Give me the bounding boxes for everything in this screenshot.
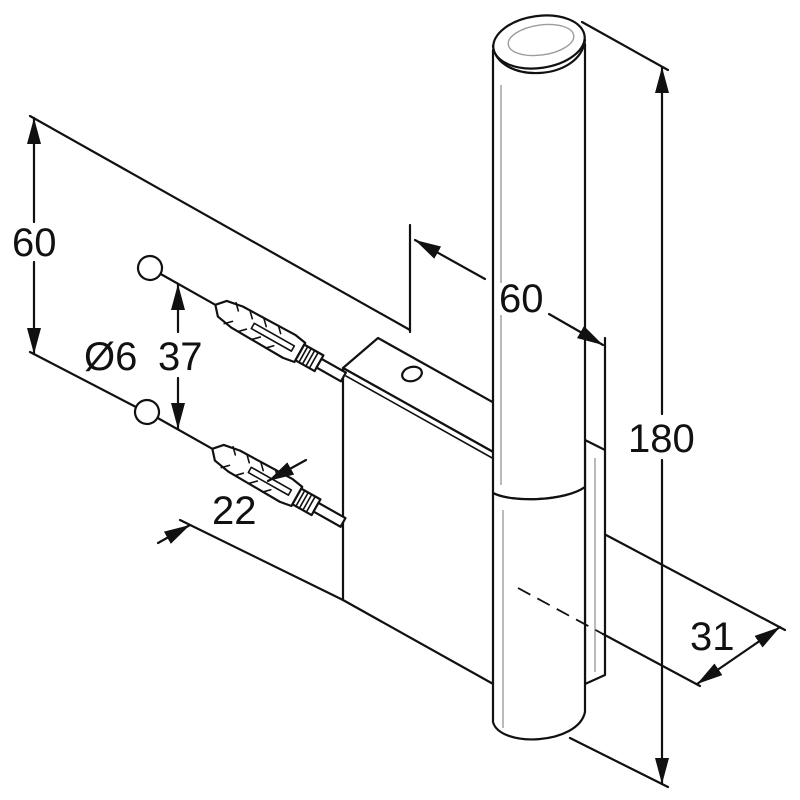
upper-screw-hole-circle <box>136 254 164 282</box>
plate-mounting-hole <box>401 365 423 383</box>
upper-screw-anchor <box>214 299 307 364</box>
hinge-barrel <box>491 14 587 741</box>
lower-screw-thread-turns <box>295 489 317 513</box>
upper-screw <box>136 254 347 383</box>
lower-screw-hole-circle <box>133 398 161 426</box>
upper-screw-anchor-ribs <box>223 301 282 349</box>
plate-width-dimension-line-right <box>547 312 605 347</box>
screw-offset-arrow-upper <box>266 458 308 483</box>
plate-height-extension-top <box>28 114 412 332</box>
total-height-label: 180 <box>628 417 695 461</box>
upper-screw-thread-turns <box>298 345 320 369</box>
lower-screw-centerline <box>156 416 214 450</box>
hinge-pin-cap-highlight <box>507 23 575 57</box>
upper-screw-centerline <box>159 272 217 306</box>
plate-height-extension-bottom <box>28 350 138 409</box>
screw-spacing-label: 37 <box>158 335 203 379</box>
screw-offset-label: 22 <box>212 489 257 533</box>
plate-height-label: 60 <box>12 221 57 265</box>
lower-screw-shaft <box>312 501 347 528</box>
hinge-knuckle <box>491 485 587 741</box>
upper-screw-shaft <box>315 357 347 383</box>
barrel-axis-dashed-line <box>517 587 604 635</box>
barrel-width-label: 31 <box>690 615 735 659</box>
barrel-width-extension-upper <box>604 533 787 632</box>
upper-screw-anchor-slot <box>250 322 296 352</box>
hole-diameter-label: Ø6 <box>84 335 137 379</box>
hinge-pin-body <box>491 42 587 501</box>
hinge-pin-cap <box>492 14 586 70</box>
barrel-width-extension-lower <box>601 632 702 688</box>
plate-front-edge-highlight <box>345 375 495 460</box>
plate-width-dimension-line-left <box>413 238 487 281</box>
screw-offset-extension-line <box>178 518 345 602</box>
screw-offset-arrow-lower <box>156 523 192 545</box>
hinge-plate <box>341 336 607 687</box>
total-height-extension-top <box>580 20 670 72</box>
barrel-width-dimension-line <box>695 625 782 686</box>
plate-width-label: 60 <box>499 277 544 321</box>
total-height-extension-bottom <box>568 736 670 789</box>
plate-width-label-background <box>497 283 547 315</box>
